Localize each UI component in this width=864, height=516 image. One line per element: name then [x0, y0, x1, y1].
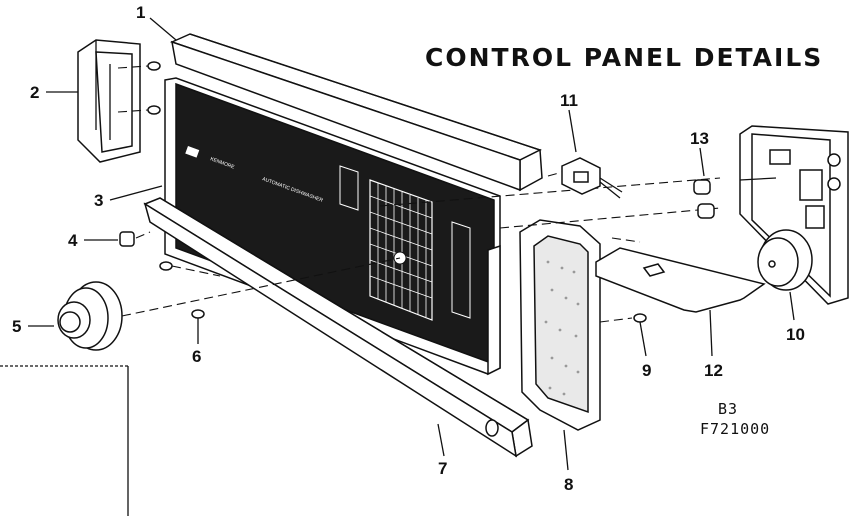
callout-5: 5	[12, 317, 21, 336]
callout-1: 1	[136, 3, 145, 22]
callout-9: 9	[642, 361, 651, 380]
part-2-left-end-cap	[77, 39, 141, 163]
ref-code-line1: B3	[718, 400, 738, 418]
callout-10: 10	[786, 325, 805, 344]
callout-2: 2	[30, 83, 39, 102]
part-11-switch	[561, 109, 623, 199]
part-9-screw	[599, 313, 647, 357]
callout-4: 4	[68, 231, 78, 250]
screw-part-6	[191, 309, 205, 344]
part-1-top-trim	[169, 33, 543, 192]
callout-11: 11	[560, 91, 578, 110]
part-13-spacers	[693, 147, 715, 219]
callout-13: 13	[690, 129, 709, 148]
part-5-knob	[0, 257, 401, 516]
leader-lines	[46, 17, 569, 471]
screw-lower-left	[159, 261, 221, 277]
callout-3: 3	[94, 191, 103, 210]
part-8-right-end-cap	[519, 219, 601, 431]
callout-8: 8	[564, 475, 573, 494]
part-10-timer-assembly	[739, 125, 849, 321]
part-7-bottom-trim	[143, 197, 533, 458]
diagram-title: CONTROL PANEL DETAILS	[425, 43, 823, 72]
part-4-plug	[84, 231, 151, 247]
ref-code-line2: F721000	[700, 420, 770, 438]
part-3-control-panel: KENMORE AUTOMATIC DISHWASHER	[164, 77, 501, 376]
part-12-bracket-plate	[595, 247, 766, 357]
callout-6: 6	[192, 347, 201, 366]
screw-upper-left	[117, 61, 161, 115]
callout-7: 7	[438, 459, 447, 478]
callout-12: 12	[704, 361, 723, 380]
